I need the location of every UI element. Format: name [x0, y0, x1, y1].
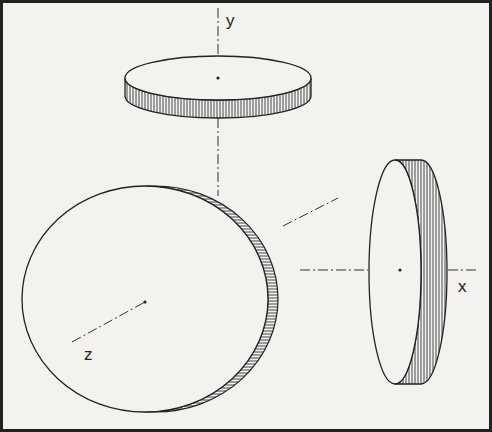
center-dot — [398, 268, 401, 271]
disc-face — [22, 186, 268, 412]
z-axis — [72, 302, 145, 342]
center-dot — [143, 300, 146, 303]
x-axis — [448, 270, 476, 271]
disc-face — [125, 56, 311, 100]
axis-label: y — [226, 12, 235, 29]
y-axis — [218, 8, 219, 58]
axis-label: z — [84, 346, 93, 363]
center-dot — [216, 76, 219, 79]
z-axis — [283, 198, 338, 226]
axis-label: x — [458, 278, 467, 295]
disc-face — [369, 160, 421, 384]
x-axis — [300, 270, 368, 271]
y-axis — [218, 118, 219, 196]
